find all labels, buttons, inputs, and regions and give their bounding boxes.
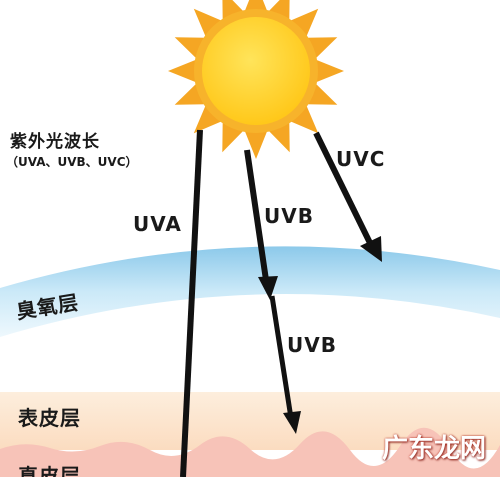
uvb-label-upper: UVB (264, 204, 314, 228)
uvb-arrow-upper (244, 149, 278, 300)
watermark: 广东龙网 (381, 434, 486, 464)
uvc-arrow (313, 131, 382, 262)
uvc-label: UVC (336, 147, 386, 171)
sun-icon (168, 0, 344, 159)
diagram-subtitle: （UVA、UVB、UVC） (6, 155, 138, 169)
sun-core (202, 17, 310, 125)
epidermis-layer-label: 表皮层 (18, 406, 81, 430)
dermis-layer-label: 真皮层 (18, 464, 81, 477)
uvb-arrow-lower (269, 295, 301, 434)
diagram-title: 紫外光波长 (10, 132, 100, 152)
uvb-label-lower: UVB (287, 333, 337, 357)
uva-arrow (180, 129, 203, 477)
dermis-layer (0, 427, 500, 477)
ozone-band (0, 246, 500, 337)
uva-label: UVA (133, 212, 182, 236)
